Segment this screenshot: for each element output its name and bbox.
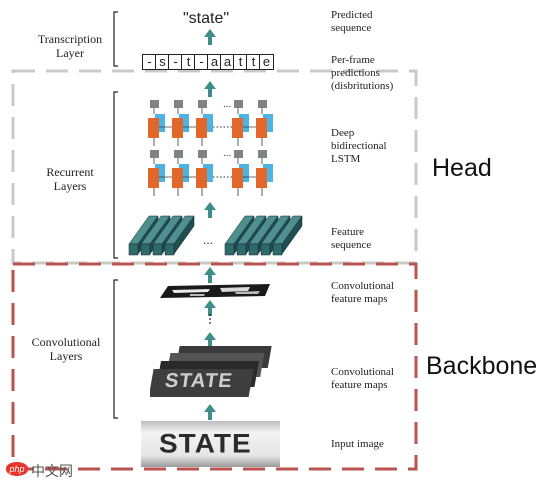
watermark-text: 中文网 xyxy=(31,463,73,479)
head-label: Head xyxy=(432,154,492,182)
predicted-sequence-label: Predicted sequence xyxy=(331,9,373,34)
recurrent-bracket xyxy=(113,91,118,259)
lstm-forward-cell xyxy=(232,168,243,188)
lstm-output-node xyxy=(150,150,159,158)
lstm-backward-cell xyxy=(239,114,249,132)
backbone-label: Backbone xyxy=(426,352,538,380)
feature-column xyxy=(272,215,303,256)
lstm-backward-cell xyxy=(155,114,165,132)
per-frame-predictions-label: Per-frame predictions (disbritutions) xyxy=(331,54,394,92)
feature-sequence xyxy=(128,215,303,256)
lstm-output-node xyxy=(198,100,207,108)
lstm-grid xyxy=(148,100,273,196)
conv-feature-maps-mid-label: Convolutional feature maps xyxy=(331,366,394,391)
feature-column xyxy=(164,215,195,256)
frame-char: - xyxy=(142,54,157,70)
lstm-backward-cell xyxy=(239,164,249,182)
recurrent-layers-label: Recurrent Layers xyxy=(46,165,94,193)
convolutional-bracket xyxy=(113,279,118,419)
lstm-forward-cell xyxy=(256,168,267,188)
lstm-output-node xyxy=(174,100,183,108)
lstm-backward-cell xyxy=(155,164,165,182)
backbone-region-box xyxy=(11,262,418,471)
watermark-logo: php xyxy=(6,462,28,476)
lstm-output-node xyxy=(258,100,267,108)
vertical-dots-icon xyxy=(209,322,211,324)
lstm-forward-cell xyxy=(148,168,159,188)
lstm-ellipsis-top: ... xyxy=(223,99,232,110)
conv-feature-map-thin xyxy=(160,284,270,298)
feature-ellipsis: ... xyxy=(203,233,214,247)
lstm-backward-cell xyxy=(263,164,273,182)
arrow-up-icon xyxy=(204,404,216,420)
frame-char: s xyxy=(155,54,170,70)
predicted-text: "state" xyxy=(183,10,230,27)
lstm-backward-cell xyxy=(179,114,189,132)
transcription-bracket xyxy=(113,11,118,67)
lstm-output-node xyxy=(174,150,183,158)
lstm-forward-cell xyxy=(196,168,207,188)
lstm-output-node xyxy=(258,150,267,158)
lstm-forward-cell xyxy=(172,168,183,188)
lstm-backward-cell xyxy=(263,114,273,132)
left-brackets xyxy=(113,11,118,419)
conv-feature-map-stack: STATE xyxy=(150,344,275,402)
frame-char: e xyxy=(259,54,274,70)
lstm-output-node xyxy=(234,100,243,108)
convolutional-layers-label: Convolutional Layers xyxy=(31,335,101,363)
lstm-forward-cell xyxy=(148,118,159,138)
lstm-output-node xyxy=(198,150,207,158)
deep-lstm-label: Deep bidirectional LSTM xyxy=(331,127,387,165)
lstm-forward-cell xyxy=(256,118,267,138)
conv-map-text: STATE xyxy=(163,370,235,392)
lstm-forward-cell xyxy=(232,118,243,138)
lstm-backward-cell xyxy=(203,114,213,132)
lstm-output-node xyxy=(150,100,159,108)
arrow-up-icon xyxy=(204,29,216,45)
vertical-dots-icon xyxy=(209,318,211,320)
lstm-backward-cell xyxy=(203,164,213,182)
conv-feature-maps-top-label: Convolutional feature maps xyxy=(331,280,394,305)
lstm-ellipsis-mid: ... xyxy=(223,148,232,159)
input-image: STATE xyxy=(141,421,280,467)
lstm-output-node xyxy=(234,150,243,158)
lstm-backward-cell xyxy=(179,164,189,182)
input-image-text: STATE xyxy=(159,428,252,459)
vertical-dots-icon xyxy=(209,314,211,316)
input-image-label: Input image xyxy=(331,438,384,450)
feature-sequence-label: Feature sequence xyxy=(331,226,372,251)
lstm-forward-cell xyxy=(172,118,183,138)
lstm-forward-cell xyxy=(196,118,207,138)
transcription-layer-label: Transcription Layer xyxy=(37,32,103,60)
